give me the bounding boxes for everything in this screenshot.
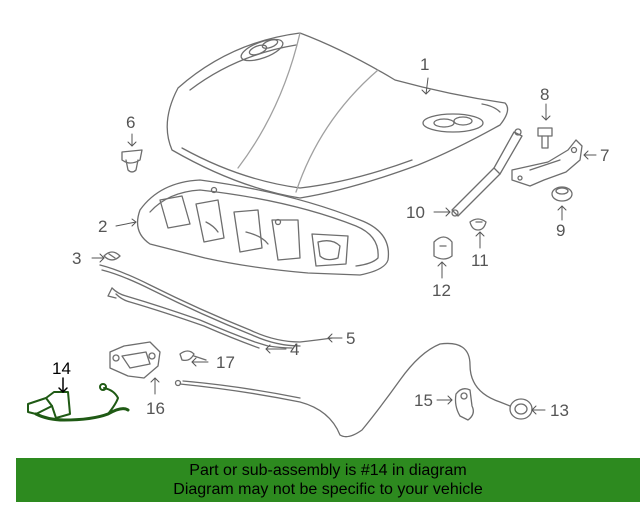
hinge-part-7: [511, 139, 583, 187]
bumper-part-6: [121, 149, 143, 173]
callout-1: 1: [420, 55, 429, 74]
hood-strut: [451, 128, 523, 217]
callout-17: 17: [216, 353, 235, 372]
bolt-part-8: [537, 127, 553, 149]
bumper-stop-part-12: [433, 236, 453, 260]
callout-14: 14: [52, 359, 71, 378]
parts-diagram: 1 6 8 7 2 3 10 9 11 12 5 4 17 16 15 13 1…: [27, 32, 609, 438]
callout-15: 15: [414, 391, 433, 410]
callout-10: 10: [406, 203, 425, 222]
callout-labels: 1 6 8 7 2 3 10 9 11 12 5 4 17 16 15 13 1…: [52, 55, 609, 420]
callout-6: 6: [126, 113, 135, 132]
callout-13: 13: [550, 401, 569, 420]
clip-part-3: [103, 251, 121, 261]
leader-lines: [91, 77, 597, 415]
hood-panel: [166, 32, 509, 199]
callout-9: 9: [556, 221, 565, 240]
hood-latch: [109, 341, 161, 379]
hood-ajar-switch-part-14: [27, 377, 130, 422]
callout-2: 2: [98, 217, 107, 236]
release-cable: [174, 342, 511, 438]
callout-11: 11: [471, 251, 489, 270]
callout-4: 4: [290, 340, 299, 359]
hood-inner-panel: [136, 179, 390, 276]
support-part-15: [454, 388, 474, 421]
rear-seal-strip: [107, 287, 293, 349]
banner-line-2: Diagram may not be specific to your vehi…: [173, 481, 483, 498]
callout-12: 12: [432, 281, 451, 300]
retainer-part-11: [469, 218, 487, 231]
callout-7: 7: [600, 146, 609, 165]
callout-16: 16: [146, 399, 165, 418]
info-banner: Part or sub-assembly is #14 in diagram D…: [16, 458, 640, 502]
callout-8: 8: [540, 85, 549, 104]
banner-line-1: Part or sub-assembly is #14 in diagram: [189, 462, 467, 479]
plug-part-9: [551, 186, 573, 202]
callout-5: 5: [346, 329, 355, 348]
release-handle-part-13: [509, 398, 533, 420]
front-seal-strip: [99, 264, 333, 347]
bolt-part-17: [179, 350, 207, 362]
callout-3: 3: [72, 249, 81, 268]
